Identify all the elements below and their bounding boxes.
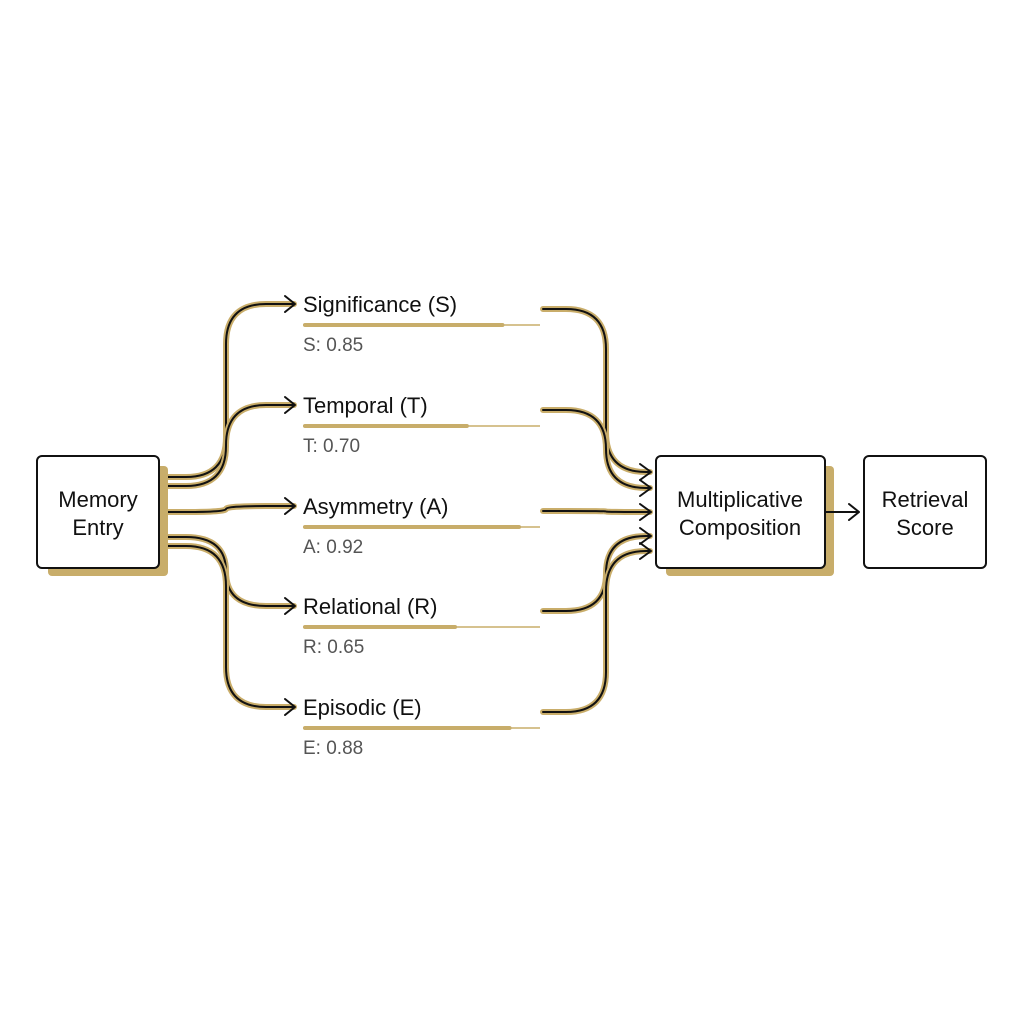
connector-memory-to-episodic-highlight xyxy=(165,543,297,710)
factor-temporal: Temporal (T) T: 0.70 xyxy=(303,393,540,457)
retrieval-score-node: Retrieval Score xyxy=(863,455,987,569)
connector-asymmetry-to-composition-head xyxy=(639,503,652,521)
factor-temporal-label: Temporal (T) xyxy=(303,393,428,418)
connector-memory-to-relational-head xyxy=(284,597,296,615)
connector-memory-to-significance xyxy=(167,303,295,478)
memory-entry-line1: Memory xyxy=(58,487,137,512)
connector-memory-to-episodic xyxy=(167,545,295,708)
factor-relational-bar-fill xyxy=(303,625,458,629)
factor-asymmetry-value: A: 0.92 xyxy=(303,537,363,558)
connector-episodic-to-composition xyxy=(542,550,651,713)
connector-relational-to-composition-head xyxy=(639,527,652,545)
connector-episodic-to-composition-head xyxy=(639,542,652,560)
connector-asymmetry-to-composition xyxy=(542,510,651,513)
connector-memory-to-temporal-highlight xyxy=(165,402,297,489)
connector-significance-to-composition xyxy=(542,308,651,473)
connector-temporal-to-composition xyxy=(542,409,651,489)
composition-line2: Composition xyxy=(679,515,801,540)
connector-memory-to-significance-head xyxy=(284,295,296,313)
composition-node: Multiplicative Composition xyxy=(655,455,834,576)
composition-to-retrieval-arrow xyxy=(825,503,860,521)
connector-temporal-to-composition-head xyxy=(639,479,652,497)
connector-significance-to-composition-highlight xyxy=(540,306,653,475)
factor-significance-label: Significance (S) xyxy=(303,292,457,317)
memory-entry-node: Memory Entry xyxy=(36,455,168,576)
connector-episodic-to-composition-highlight xyxy=(540,548,653,715)
connector-memory-to-temporal xyxy=(167,404,295,487)
factor-asymmetry-label: Asymmetry (A) xyxy=(303,494,448,519)
factor-relational-value: R: 0.65 xyxy=(303,637,364,658)
factor-relational: Relational (R) R: 0.65 xyxy=(303,594,540,658)
factor-episodic-label: Episodic (E) xyxy=(303,695,422,720)
retrieval-score-box xyxy=(863,455,987,569)
factor-episodic-bar-fill xyxy=(303,726,512,730)
composition-line1: Multiplicative xyxy=(677,487,803,512)
retrieval-score-line2: Score xyxy=(896,515,953,540)
factor-significance-bar-fill xyxy=(303,323,505,327)
memory-entry-box xyxy=(36,455,160,569)
factor-significance: Significance (S) S: 0.85 xyxy=(303,292,540,356)
factor-relational-label: Relational (R) xyxy=(303,594,438,619)
factor-significance-value: S: 0.85 xyxy=(303,335,363,356)
memory-entry-line2: Entry xyxy=(72,515,123,540)
factor-temporal-bar-fill xyxy=(303,424,469,428)
composition-box xyxy=(655,455,826,569)
factor-asymmetry: Asymmetry (A) A: 0.92 xyxy=(303,494,540,558)
connector-significance-to-composition-head xyxy=(639,463,652,481)
factor-episodic: Episodic (E) E: 0.88 xyxy=(303,695,540,759)
connector-memory-to-asymmetry-head xyxy=(284,497,296,515)
connector-relational-to-composition xyxy=(542,535,651,612)
composition-to-retrieval-head xyxy=(848,503,860,521)
connector-memory-to-asymmetry xyxy=(167,505,295,513)
connector-memory-to-significance-highlight xyxy=(165,301,297,480)
connectors xyxy=(165,295,653,716)
factor-episodic-value: E: 0.88 xyxy=(303,738,363,759)
connector-memory-to-episodic-head xyxy=(284,698,296,716)
retrieval-score-line1: Retrieval xyxy=(882,487,969,512)
connector-memory-to-temporal-head xyxy=(284,396,296,414)
factor-asymmetry-bar-fill xyxy=(303,525,522,529)
factor-temporal-value: T: 0.70 xyxy=(303,436,360,457)
